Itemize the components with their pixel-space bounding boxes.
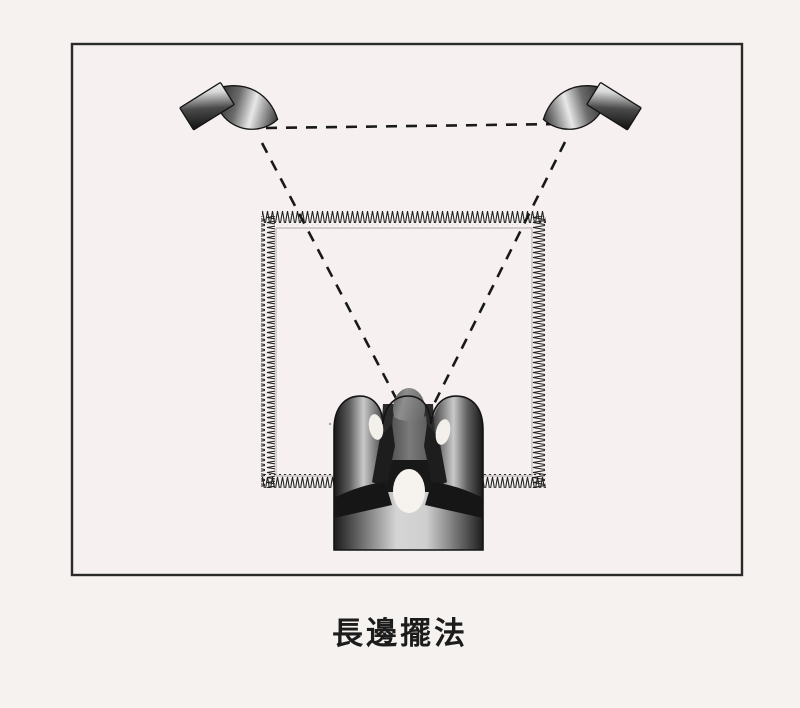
light-cone-right xyxy=(542,85,602,130)
backdrop-edge-right xyxy=(532,216,546,488)
person-arm-right xyxy=(424,424,447,488)
left-hand xyxy=(368,414,384,440)
beam-right-line xyxy=(431,141,567,407)
backdrop-edge-bottom-right xyxy=(478,474,546,488)
person-arm-left xyxy=(372,424,395,488)
studio-light-right[interactable] xyxy=(542,67,643,157)
sofa-lower-shadow-left xyxy=(334,482,392,518)
light-barndoor-left xyxy=(179,82,235,131)
fabric-backdrop xyxy=(261,211,546,488)
sofa-outline xyxy=(333,395,484,551)
scan-speck xyxy=(328,422,332,426)
figure-caption: 長邊擺法 xyxy=(332,616,468,652)
light-barndoor-right xyxy=(586,82,642,131)
sofa-lower-shadow-right xyxy=(425,482,483,518)
studio-light-left[interactable] xyxy=(178,67,279,157)
beam-left-line xyxy=(260,142,400,403)
backdrop-edge-left xyxy=(261,216,275,488)
backdrop-inner-guide xyxy=(275,227,533,477)
panel-border xyxy=(70,42,744,577)
subject-person-on-sofa xyxy=(333,388,484,551)
person-torso xyxy=(389,415,430,463)
light-cone-left xyxy=(219,85,279,130)
backdrop-edge-bottom-left xyxy=(262,474,340,488)
light-beams xyxy=(260,122,567,407)
lap-highlight-oval xyxy=(393,469,425,513)
backdrop-edge-top xyxy=(262,211,546,225)
beam-connector-line xyxy=(265,122,561,130)
right-hand xyxy=(435,419,451,445)
